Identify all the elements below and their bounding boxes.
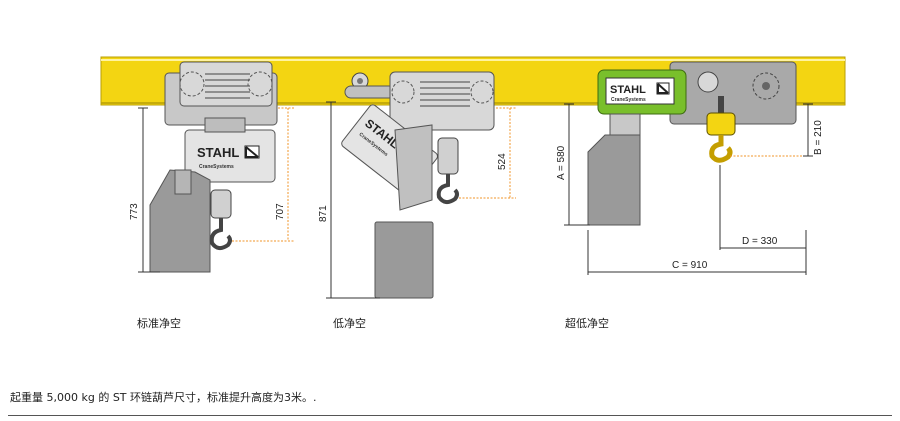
- brand-logo-text: STAHL: [197, 145, 239, 160]
- dim-b: B = 210: [813, 120, 824, 155]
- hook-icon: [209, 189, 232, 250]
- variant-label-standard: 标准净空: [137, 316, 181, 330]
- dim-hook-standard: 707: [275, 203, 286, 220]
- dim-d: D = 330: [742, 236, 778, 247]
- stahl-logo-icon-ultra: [656, 82, 670, 95]
- dim-a: A = 580: [556, 145, 567, 180]
- brand-logo-text-ultra: STAHL: [610, 84, 646, 96]
- brand-sub-text-ultra: CraneSystems: [611, 97, 646, 103]
- stahl-logo-icon: [244, 145, 260, 159]
- dim-total-standard: 773: [129, 203, 140, 220]
- dim-hook-low: 524: [497, 153, 508, 170]
- hoist-low: STAHL CraneSystems 871 524 低净空: [318, 71, 516, 330]
- trolley-wheel-icon: [179, 71, 273, 97]
- dim-total-low: 871: [318, 205, 329, 222]
- brand-sub-text: CraneSystems: [199, 164, 234, 170]
- divider: [8, 415, 892, 416]
- hoist-ultra-low: STAHL CraneSystems A = 580 B = 210: [556, 61, 824, 330]
- hook-icon-low: [436, 137, 459, 204]
- hoist-dimension-diagram: STAHL CraneSystems 773 707 标准净空: [100, 56, 846, 330]
- hook-icon-ultra: [706, 96, 736, 163]
- dim-c: C = 910: [672, 260, 708, 271]
- variant-label-ultra-low: 超低净空: [565, 316, 609, 330]
- hoist-standard: STAHL CraneSystems 773 707 标准净空: [129, 61, 294, 330]
- figure-caption: 起重量 5,000 kg 的 ST 环链葫芦尺寸，标准提升高度为3米。.: [10, 391, 317, 404]
- variant-label-low: 低净空: [333, 316, 366, 330]
